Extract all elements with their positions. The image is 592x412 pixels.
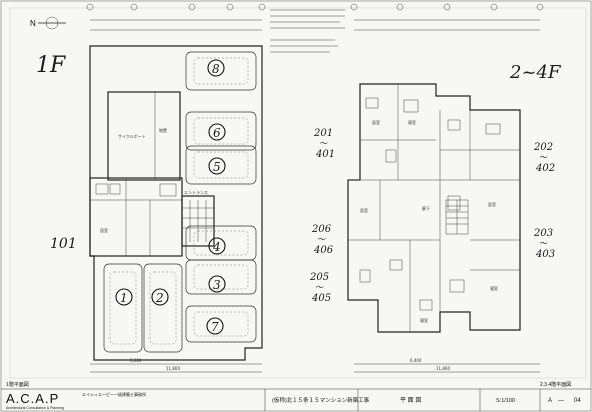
left-plan-caption: 1階平面図 — [6, 381, 29, 388]
parking-number-5: 5 — [208, 157, 226, 175]
parking-number-7: 7 — [206, 317, 224, 335]
svg-text:206: 206 — [311, 224, 332, 235]
svg-text:〜: 〜 — [319, 139, 328, 148]
dim-left-a: 5,600 — [130, 358, 142, 363]
grid-axis-top — [86, 3, 544, 11]
room-bedroom-c: 寝室 — [420, 317, 428, 323]
svg-text:4: 4 — [212, 240, 221, 254]
svg-text:〜: 〜 — [539, 239, 548, 248]
sheet-number: 04 — [574, 398, 581, 404]
sheet-dash: — — [558, 398, 564, 404]
svg-text:406: 406 — [313, 245, 334, 256]
title-block: A.C.A.P エイシィエーピー一級建築士事務所 Architectural C… — [1, 388, 591, 411]
drawing-scale: S:1/100 — [496, 398, 515, 404]
svg-text:1: 1 — [120, 291, 128, 305]
svg-text:8: 8 — [212, 62, 220, 76]
office-name: エイシィエーピー一級建築士事務所 — [82, 391, 146, 397]
room-entrance: エントランス — [184, 189, 208, 195]
parking-number-8: 8 — [207, 59, 225, 77]
drawing-name: 平 面 図 — [400, 397, 421, 404]
plan-1f: サイクルポート 物置 居室 エントランス — [89, 45, 263, 361]
annotation-202-402: 202 〜 402 — [533, 142, 555, 174]
north-arrow: N — [30, 16, 66, 30]
general-notes — [270, 9, 345, 53]
svg-text:202: 202 — [533, 142, 553, 153]
annotation-201-401: 201 〜 401 — [313, 128, 335, 160]
dim-right-a: 6,400 — [410, 358, 422, 363]
parking-number-4: 4 — [208, 237, 226, 255]
right-plan-caption: 2.3.4階平面図 — [540, 381, 571, 388]
svg-text:405: 405 — [311, 293, 331, 304]
room-hall: 廊下 — [422, 205, 430, 211]
svg-text:203: 203 — [533, 228, 553, 239]
svg-text:403: 403 — [535, 249, 555, 260]
floor-2-4f-label: 2~4F — [509, 62, 562, 83]
svg-text:5: 5 — [213, 160, 221, 174]
svg-text:〜: 〜 — [539, 153, 548, 162]
room-living-c: 居室 — [360, 207, 368, 213]
parking-number-1: 1 — [115, 288, 133, 306]
svg-text:7: 7 — [211, 320, 219, 334]
room-living-1f: 居室 — [100, 227, 108, 233]
room-living-a: 居室 — [372, 119, 380, 125]
north-label: N — [30, 19, 36, 28]
svg-text:401: 401 — [315, 149, 335, 160]
room-bike-storage: サイクルポート — [118, 133, 146, 139]
project-name: (仮称)北１５条１５マンション新築工事 — [272, 396, 370, 404]
acap-logo: A.C.A.P — [6, 391, 59, 406]
room-storage: 物置 — [159, 127, 167, 133]
svg-text:〜: 〜 — [315, 283, 324, 292]
parking-number-2: 2 — [151, 288, 169, 306]
svg-text:402: 402 — [535, 163, 555, 174]
unit-101-label: 101 — [50, 236, 77, 252]
plan-2-4f: 廊下 居室 寝室 居室 寝室 居室 寝室 — [347, 83, 521, 333]
parking-number-6: 6 — [208, 123, 226, 141]
svg-text:3: 3 — [213, 278, 221, 292]
annotation-203-403: 203 〜 403 — [533, 228, 555, 260]
svg-text:6: 6 — [213, 126, 221, 140]
svg-text:201: 201 — [313, 128, 333, 139]
room-bedroom-b: 寝室 — [490, 285, 498, 291]
svg-text:2: 2 — [155, 291, 164, 305]
svg-text:〜: 〜 — [317, 235, 326, 244]
sheet-prefix: A — [548, 398, 552, 404]
dim-left-total: 11,800 — [166, 366, 180, 371]
dim-right-total: 11,800 — [436, 366, 450, 371]
floor-1f-label: 1F — [36, 53, 66, 78]
parking-number-3: 3 — [208, 275, 226, 293]
office-tagline: Architectural Consultation & Planning — [6, 406, 64, 410]
room-bedroom-a: 寝室 — [408, 119, 416, 125]
svg-text:205: 205 — [309, 272, 329, 283]
annotation-205-405: 205 〜 405 — [309, 272, 331, 304]
room-living-b: 居室 — [488, 201, 496, 207]
annotation-206-406: 206 〜 406 — [311, 224, 334, 256]
